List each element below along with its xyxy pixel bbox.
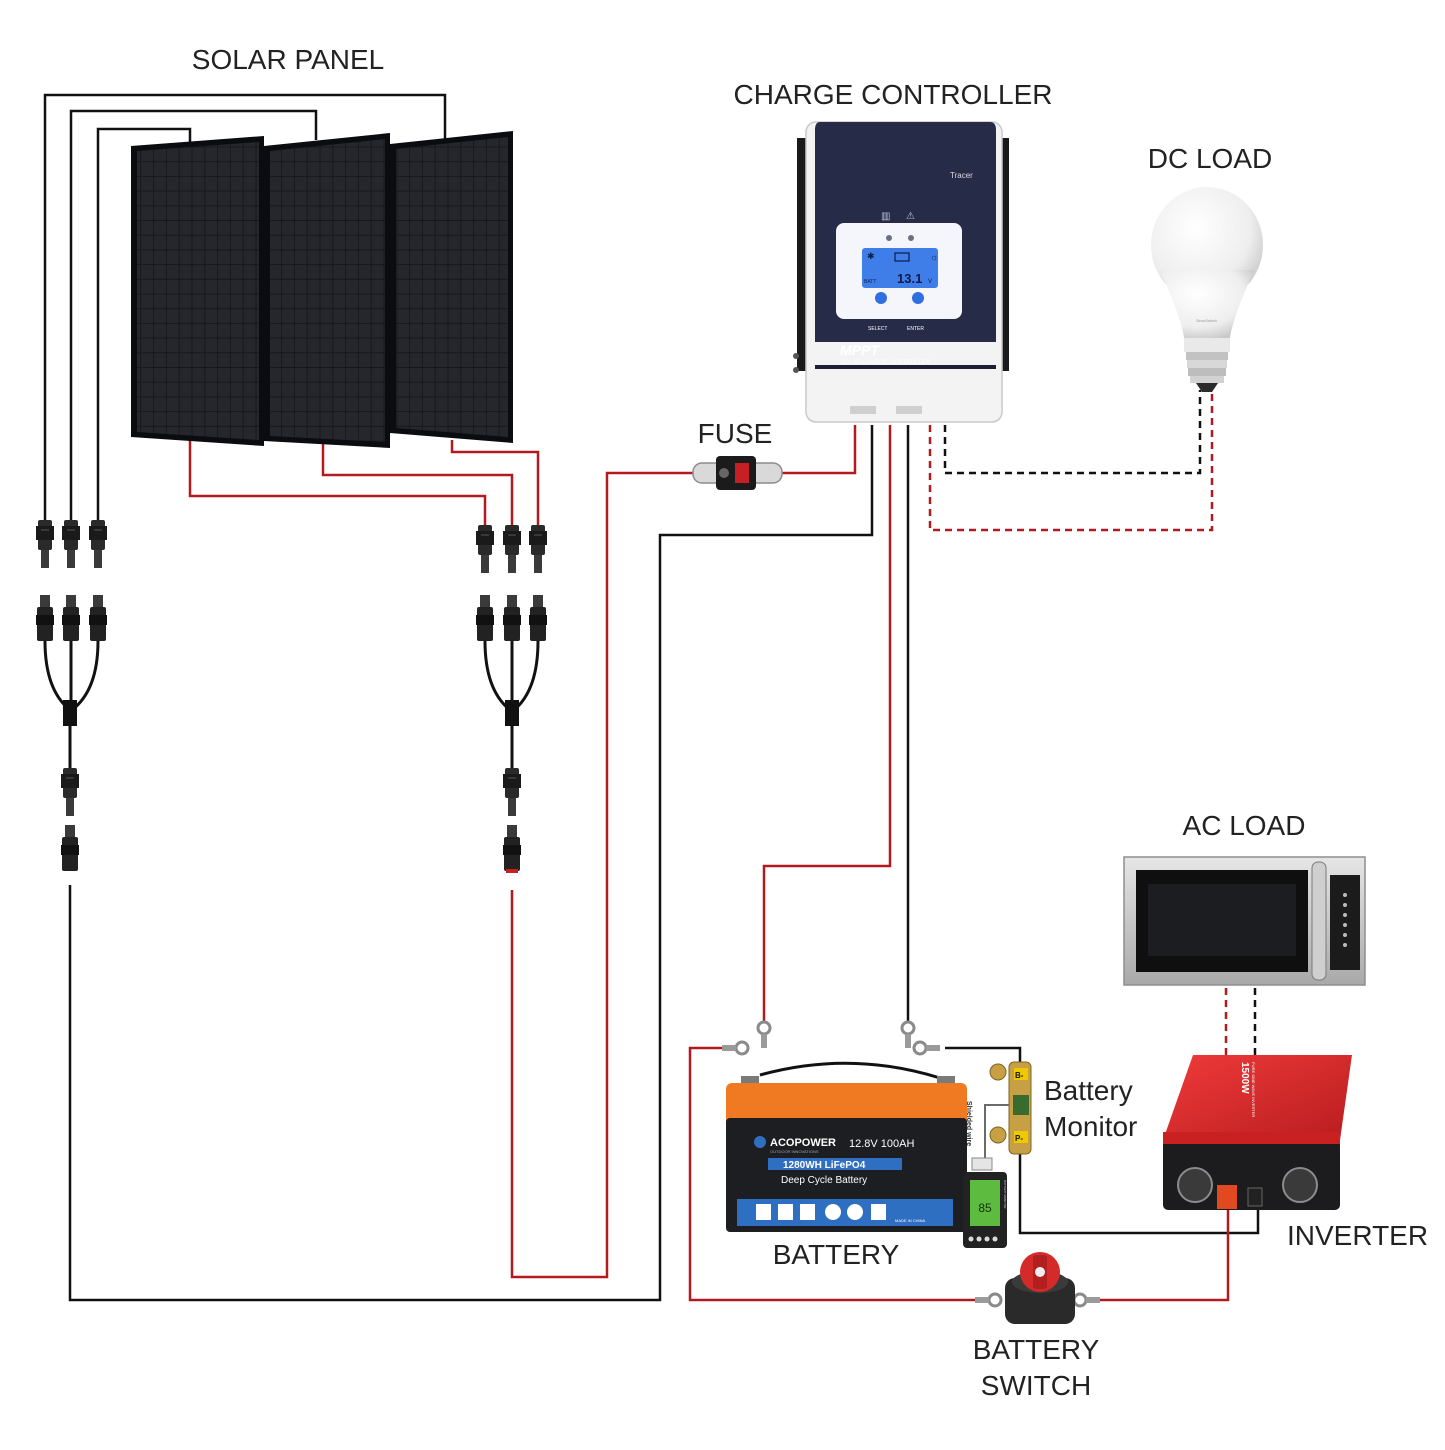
solar-panel-2 <box>264 133 390 448</box>
rohs-mark-icon <box>778 1204 793 1220</box>
pv-negative-return-wire <box>68 425 874 1302</box>
controller-brand: Tracer <box>950 171 973 180</box>
battery-capacity: 1280WH LiFePO4 <box>783 1160 866 1171</box>
battery-brand: ACOPOWER <box>770 1137 836 1149</box>
solar-panel-1 <box>131 136 264 446</box>
panel3-positive-wire <box>450 440 540 525</box>
no-fire-icon <box>847 1204 863 1220</box>
mc4-branch-negative <box>35 519 108 871</box>
lcd-voltage-unit: V <box>928 279 932 285</box>
monitor-shunt-wire <box>945 1046 1022 1062</box>
shielded-wire-label: Shielded wire <box>965 1101 972 1146</box>
red-wires <box>188 425 1230 1302</box>
bin-icon <box>871 1204 886 1220</box>
lcd-solar-icon: ✱ <box>867 251 875 261</box>
pv-terminal-block <box>850 406 876 414</box>
dc-load-positive-wire <box>928 390 1214 532</box>
inverter-fan-right-icon <box>1282 1167 1318 1203</box>
label-battery-switch-line2: SWITCH <box>980 1370 1092 1401</box>
label-battery-switch-line1: BATTERY <box>972 1334 1100 1365</box>
label-dc-load: DC LOAD <box>1147 143 1273 174</box>
dc-load-negative-wire <box>943 390 1202 475</box>
inline-fuse <box>692 456 783 490</box>
battery-type: Deep Cycle Battery <box>781 1175 867 1186</box>
lcd-bulb-icon: ☼ <box>930 252 938 262</box>
ac-load-wires <box>1224 988 1257 1055</box>
label-charge-controller: CHARGE CONTROLLER <box>733 79 1053 110</box>
lifepo4-battery: ACOPOWER OUTDOOR INNOVATIONS 12.8V 100AH… <box>726 1061 967 1232</box>
charge-controller: Tracer ▥ ⚠ ✱ ☼ BATT 13.1 V SELECT ENTER … <box>793 121 1009 423</box>
enter-label: ENTER <box>907 326 924 332</box>
label-fuse: FUSE <box>697 418 773 449</box>
solar-panels <box>131 131 513 448</box>
panel3-negative-wire <box>43 93 447 520</box>
inverter-positive-terminal <box>1217 1185 1237 1209</box>
label-battery-monitor-line1: Battery <box>1044 1075 1133 1106</box>
shunt-b-minus-label: B- <box>1015 1071 1024 1080</box>
battery-switch <box>1005 1252 1075 1324</box>
label-battery: BATTERY <box>772 1239 900 1270</box>
panel2-positive-wire <box>321 440 514 525</box>
lcd-battery-icon <box>894 252 910 262</box>
black-wires <box>43 93 1260 1302</box>
mc4-branch-positive <box>475 524 548 873</box>
label-ac-load: AC LOAD <box>1182 810 1306 841</box>
battery-made-in: MADE IN CHINA <box>895 1218 926 1223</box>
lcd-voltage-value: 13.1 <box>897 271 922 286</box>
fc-mark-icon <box>800 1204 815 1220</box>
recycle-icon <box>825 1204 841 1220</box>
shunt-p-minus-label: P- <box>1015 1134 1023 1143</box>
battery-positive-controller-wire <box>762 425 892 1022</box>
lcd-batt-label: BATT <box>864 279 876 285</box>
fuse-to-controller-wire <box>782 425 857 475</box>
inverter-negative-wire <box>1018 1150 1260 1235</box>
controller-model-title: MPPT <box>840 342 880 358</box>
battery-terminal-block <box>896 406 922 414</box>
bulb-brand: SimoSwitch <box>1196 318 1217 323</box>
controller-lcd <box>862 248 938 288</box>
switch-to-inverter-wire <box>1100 1205 1230 1302</box>
inverter: 1500W PURE SINE WAVE INVERTER <box>1163 1055 1352 1210</box>
enter-button <box>912 292 924 304</box>
warning-icon: ⚠ <box>906 211 915 222</box>
inverter-fan-left-icon <box>1177 1167 1213 1203</box>
label-inverter: INVERTER <box>1287 1220 1429 1251</box>
select-button <box>875 292 887 304</box>
battery-to-switch-wire <box>688 1046 975 1302</box>
label-solar-panel: SOLAR PANEL <box>191 44 385 75</box>
solar-status-icon: ▥ <box>881 211 890 222</box>
solar-panel-3 <box>390 131 513 443</box>
monitor-display-label: BATTERY MONITOR <box>1003 1180 1007 1209</box>
panel1-negative-wire <box>96 127 192 520</box>
inverter-rating: 1500W <box>1239 1062 1250 1094</box>
select-label: SELECT <box>868 326 887 332</box>
light-bulb: SimoSwitch <box>1151 187 1263 392</box>
inverter-subtitle: PURE SINE WAVE INVERTER <box>1251 1062 1256 1117</box>
label-battery-monitor-line2: Monitor <box>1044 1111 1138 1142</box>
panel1-positive-wire <box>188 440 487 525</box>
battery-tagline: OUTDOOR INNOVATIONS <box>770 1149 819 1154</box>
pv-positive-run-wire <box>510 471 693 1279</box>
panel2-negative-wire <box>69 109 318 520</box>
battery-monitor: B- P- Shielded wire 85 BATTERY MONITOR <box>963 1061 1032 1248</box>
battery-spec: 12.8V 100AH <box>849 1138 914 1150</box>
dc-load-wires <box>928 390 1214 532</box>
battery-lid <box>726 1083 967 1127</box>
microwave <box>1123 856 1366 986</box>
battery-brand-logo <box>754 1136 766 1148</box>
monitor-display-value: 85 <box>978 1201 992 1215</box>
controller-model-subtitle: SOLAR CHARGE CONTROLLER <box>840 360 931 366</box>
ce-mark-icon <box>756 1204 771 1220</box>
